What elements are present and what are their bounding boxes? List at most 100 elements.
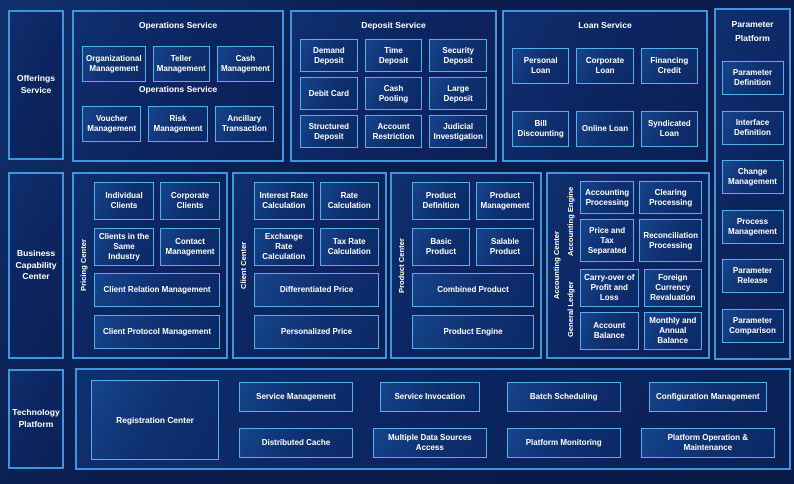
loan-row-2: Bill Discounting Online Loan Syndicated … (504, 111, 706, 147)
product-center-panel: Product Center Product Definition Produc… (390, 172, 542, 359)
accounting-engine-grid: Accounting Processing Clearing Processin… (580, 181, 702, 262)
deposit-grid: Demand Deposit Time Deposit Security Dep… (292, 39, 495, 148)
loan-row-1: Personal Loan Corporate Loan Financing C… (504, 48, 706, 84)
accounting-cell: Reconciliation Processing (639, 219, 702, 262)
deposit-cell: Large Deposit (429, 77, 487, 110)
client-cell: Interest Rate Calculation (254, 182, 314, 220)
accounting-center-label: Accounting Center (551, 231, 561, 300)
client-cell: Tax Rate Calculation (319, 227, 379, 266)
pricing-cell: Client Protocol Management (94, 314, 220, 349)
client-center-panel: Client Center Interest Rate Calculation … (232, 172, 387, 359)
parameter-cell: Process Management (721, 209, 784, 244)
accounting-engine-group: Accounting Engine Accounting Processing … (564, 181, 702, 262)
loan-cell: Financing Credit (640, 48, 698, 84)
pricing-cell: Client Relation Management (94, 273, 220, 308)
operations-cell: Voucher Management (82, 106, 142, 142)
product-cell: Combined Product (412, 273, 534, 308)
parameter-platform-title: Parameter Platform (731, 19, 774, 43)
deposit-cell: Cash Pooling (364, 77, 423, 110)
ledger-cell: Account Balance (580, 312, 639, 350)
parameter-cell: Parameter Comparison (721, 308, 784, 343)
operations-row-1: Organizational Management Teller Managem… (74, 46, 282, 82)
deposit-service-panel: Deposit Service Demand Deposit Time Depo… (290, 10, 497, 162)
pricing-cell: Contact Management (160, 227, 220, 266)
parameter-cell: Parameter Release (721, 259, 784, 293)
parameter-platform-panel: Parameter Platform Parameter Definition … (714, 8, 791, 360)
ledger-cell: Foreign Currency Revaluation (643, 269, 702, 307)
product-row-2: Basic Product Salable Product (412, 227, 534, 266)
operations-service-title: Operations Service (138, 20, 218, 30)
technology-col-2: Service Invocation Multiple Data Sources… (372, 382, 487, 458)
product-cell: Basic Product (412, 227, 470, 266)
parameter-cell: Interface Definition (721, 110, 784, 145)
product-center-label: Product Center (396, 238, 406, 293)
operations-service-panel: Operations Service Organizational Manage… (72, 10, 284, 162)
operations-service-mid-label: Operations Service (138, 84, 218, 94)
technology-cell: Configuration Management (648, 382, 767, 412)
product-cell: Product Definition (412, 182, 470, 220)
operations-cell: Cash Management (216, 46, 274, 82)
deposit-cell: Judicial Investigation (429, 115, 487, 148)
pricing-cell: Clients in the Same Industry (94, 227, 154, 266)
technology-platform-panel: Registration Center Service Management D… (75, 368, 791, 470)
pricing-cell: Corporate Clients (160, 182, 220, 220)
rail-technology-label: Technology Platform (12, 407, 60, 429)
client-cell: Rate Calculation (319, 182, 379, 220)
product-cell: Product Management (476, 182, 534, 220)
loan-cell: Syndicated Loan (640, 111, 698, 147)
loan-cell: Online Loan (576, 111, 634, 147)
technology-cell: Multiple Data Sources Access (372, 428, 487, 458)
technology-cell: Platform Monitoring (506, 428, 621, 458)
ledger-cell: Carry-over of Profit and Loss (580, 269, 639, 307)
technology-cell: Platform Operation & Maintenance (640, 428, 775, 458)
technology-cell: Distributed Cache (239, 428, 353, 458)
parameter-platform-list: Parameter Definition Interface Definitio… (716, 46, 789, 359)
client-cell: Exchange Rate Calculation (254, 227, 314, 266)
client-cell: Personalized Price (254, 314, 379, 349)
client-row-1: Interest Rate Calculation Rate Calculati… (254, 182, 379, 220)
technology-cell: Batch Scheduling (506, 382, 621, 412)
pricing-cell: Individual Clients (94, 182, 154, 220)
loan-service-panel: Loan Service Personal Loan Corporate Loa… (502, 10, 708, 162)
client-center-body: Interest Rate Calculation Rate Calculati… (254, 182, 379, 349)
accounting-cell: Clearing Processing (639, 181, 702, 214)
parameter-cell: Parameter Definition (721, 61, 784, 95)
deposit-cell: Structured Deposit (300, 115, 358, 148)
accounting-engine-label: Accounting Engine (565, 186, 575, 257)
pricing-row-2: Clients in the Same Industry Contact Man… (94, 227, 220, 266)
ledger-cell: Monthly and Annual Balance (643, 312, 702, 350)
technology-col-3: Batch Scheduling Platform Monitoring (506, 382, 621, 458)
client-center-label: Client Center (238, 241, 248, 290)
deposit-cell: Account Restriction (364, 115, 423, 148)
technology-cell: Service Management (239, 382, 353, 412)
accounting-cell: Accounting Processing (580, 181, 635, 214)
general-ledger-group: General Ledger Carry-over of Profit and … (564, 269, 702, 350)
registration-center-box: Registration Center (91, 380, 219, 460)
rail-offerings-label: Offerings Service (16, 73, 56, 95)
rail-technology-platform: Technology Platform (8, 369, 64, 469)
operations-row-2: Voucher Management Risk Management Ancil… (74, 106, 282, 142)
product-cell: Salable Product (476, 227, 534, 266)
pricing-center-label: Pricing Center (78, 239, 88, 292)
accounting-groups: Accounting Engine Accounting Processing … (564, 181, 702, 350)
operations-cell: Teller Management (152, 46, 210, 82)
loan-cell: Bill Discounting (512, 111, 570, 147)
pricing-center-body: Individual Clients Corporate Clients Cli… (94, 182, 220, 349)
loan-service-title: Loan Service (578, 20, 632, 30)
pricing-row-1: Individual Clients Corporate Clients (94, 182, 220, 220)
operations-cell: Risk Management (148, 106, 208, 142)
deposit-cell: Time Deposit (364, 39, 423, 72)
rail-offerings-service: Offerings Service (8, 10, 64, 160)
loan-cell: Personal Loan (512, 48, 570, 84)
accounting-center-panel: Accounting Center Accounting Engine Acco… (546, 172, 710, 359)
general-ledger-grid: Carry-over of Profit and Loss Foreign Cu… (580, 269, 702, 350)
deposit-cell: Security Deposit (429, 39, 487, 72)
pricing-center-panel: Pricing Center Individual Clients Corpor… (72, 172, 228, 359)
technology-col-1: Service Management Distributed Cache (239, 382, 353, 458)
technology-col-4: Configuration Management Platform Operat… (640, 382, 775, 458)
operations-cell: Organizational Management (82, 46, 146, 82)
client-row-2: Exchange Rate Calculation Tax Rate Calcu… (254, 227, 379, 266)
deposit-service-title: Deposit Service (361, 20, 426, 30)
rail-business-capability-center: Business Capability Center (8, 172, 64, 359)
